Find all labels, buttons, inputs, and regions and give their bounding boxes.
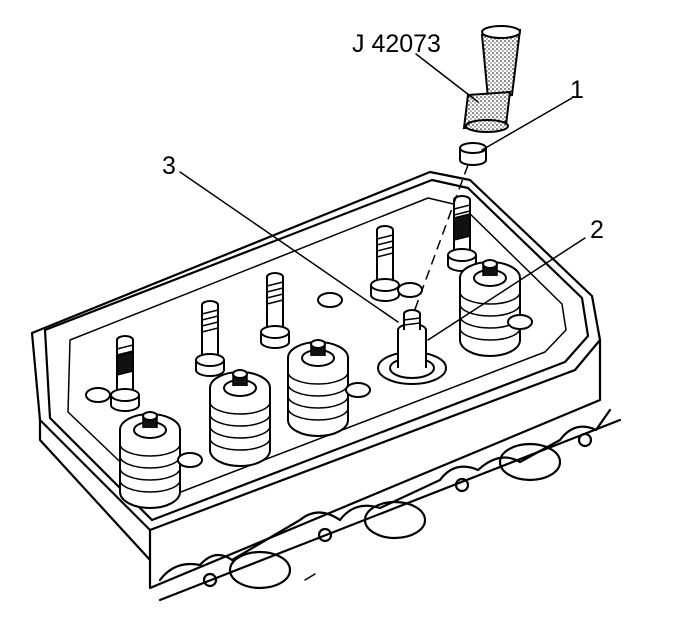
exhaust-flange [158,408,622,602]
rocker-studs [110,195,477,412]
callout-3-label: 3 [162,152,176,180]
valve-stem-with-seal [377,309,447,385]
tool-j42073 [462,25,522,133]
tool-callout-label: J 42073 [352,30,441,58]
valve-seal-part-1 [459,142,487,166]
leader-lines [179,53,586,341]
install-axis-line [413,164,469,313]
hold-down-nuts [85,282,533,468]
callout-2-label: 2 [590,216,604,244]
cylinder-head-body [30,170,602,590]
callout-1-label: 1 [570,76,584,104]
